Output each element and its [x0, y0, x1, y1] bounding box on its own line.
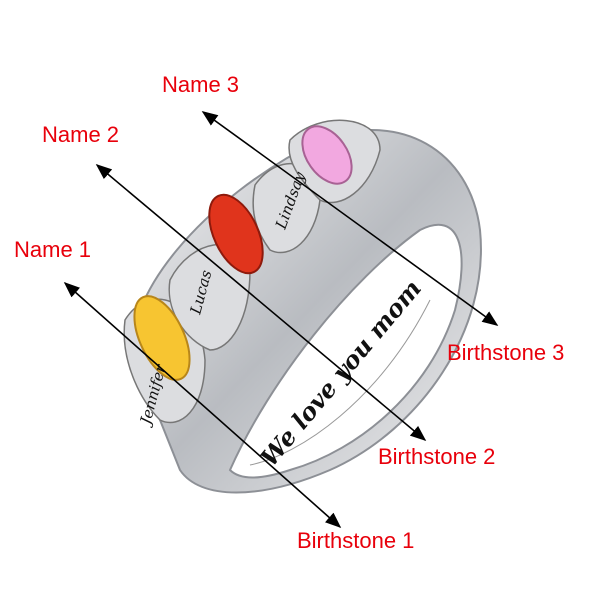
label-birthstone3: Birthstone 3: [447, 340, 565, 365]
label-birthstone2: Birthstone 2: [378, 444, 496, 469]
label-name3: Name 3: [162, 72, 240, 97]
arrow-name1-birthstone1: [63, 281, 342, 529]
label-name1: Name 1: [14, 237, 92, 262]
label-name2: Name 2: [42, 122, 120, 147]
label-birthstone1: Birthstone 1: [297, 528, 415, 553]
